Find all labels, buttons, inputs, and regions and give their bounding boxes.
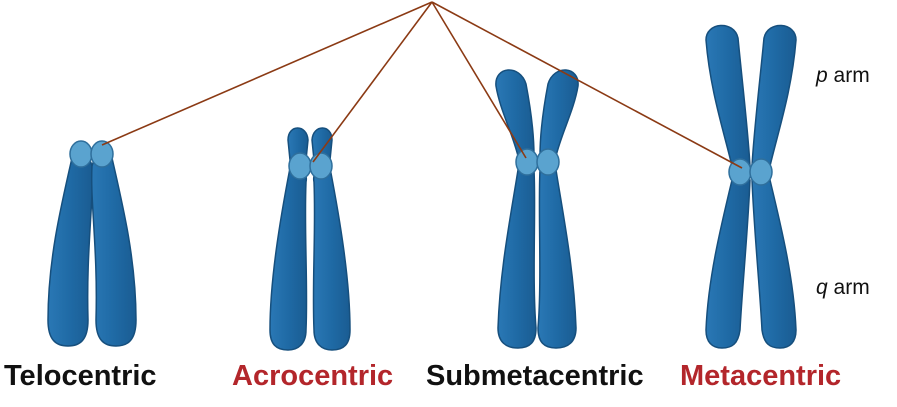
submetacentric-right-q-arm: [537, 169, 577, 349]
q-arm-label: q arm: [816, 276, 870, 300]
pointer-line-acrocentric: [312, 1, 433, 163]
acrocentric-right-p-arm: [311, 127, 333, 161]
metacentric-centromere-right: [749, 158, 773, 186]
acrocentric-centromere-right: [309, 152, 333, 180]
metacentric-left-p-arm: [705, 24, 751, 167]
submetacentric-label: Submetacentric: [426, 360, 644, 392]
submetacentric-chromosome: [495, 69, 579, 349]
q-arm-text: arm: [827, 276, 870, 299]
p-arm-text: arm: [827, 64, 870, 87]
pointer-line-metacentric: [431, 1, 743, 169]
telocentric-left-chromatid: [47, 154, 94, 347]
p-arm-symbol: p: [816, 64, 828, 87]
pointer-lines: [101, 1, 743, 169]
telocentric-chromosome: [47, 140, 137, 347]
p-arm-label: p arm: [816, 64, 870, 88]
metacentric-label: Metacentric: [680, 360, 842, 392]
metacentric-right-q-arm: [751, 179, 797, 349]
telocentric-centromere-right: [90, 140, 114, 168]
metacentric-left-q-arm: [705, 179, 751, 349]
acrocentric-label: Acrocentric: [232, 360, 394, 392]
acrocentric-left-q-arm: [269, 166, 308, 351]
telocentric-label: Telocentric: [4, 360, 157, 392]
pointer-line-submetacentric: [431, 1, 527, 159]
acrocentric-centromere-left: [288, 152, 312, 180]
acrocentric-right-q-arm: [312, 166, 351, 351]
submetacentric-left-q-arm: [497, 169, 537, 349]
metacentric-chromosome: [705, 24, 797, 349]
telocentric-centromere-left: [69, 140, 93, 168]
metacentric-right-p-arm: [751, 24, 797, 167]
pointer-line-telocentric: [101, 1, 433, 146]
submetacentric-right-p-arm: [539, 69, 579, 157]
submetacentric-centromere-right: [536, 148, 560, 176]
submetacentric-centromere-left: [515, 148, 539, 176]
q-arm-symbol: q: [816, 276, 828, 299]
telocentric-right-chromatid: [90, 154, 137, 347]
acrocentric-chromosome: [269, 127, 351, 351]
submetacentric-left-p-arm: [495, 69, 535, 157]
